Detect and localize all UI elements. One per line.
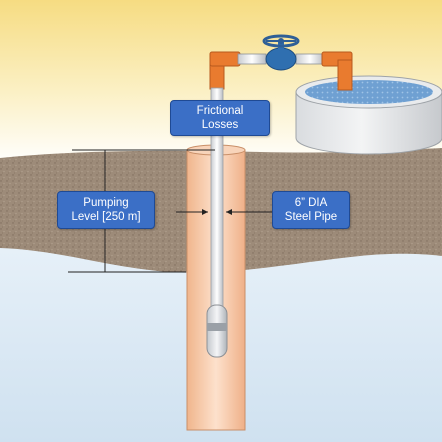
callout-line: Frictional: [196, 105, 244, 117]
callout-line: Steel Pipe: [284, 211, 338, 223]
steel-pipe-callout: 6” DIA Steel Pipe: [272, 191, 350, 229]
arrow-left-icon: [226, 209, 232, 215]
frictional-losses-callout: Frictional Losses: [170, 100, 270, 136]
callout-line: 6” DIA: [294, 197, 328, 209]
callout-line: Losses: [201, 119, 239, 131]
submersible-pump-icon: [206, 304, 228, 358]
pumping-level-callout: Pumping Level [250 m]: [57, 191, 155, 229]
gate-valve-icon: [262, 34, 300, 71]
callout-line: Pumping: [83, 197, 129, 209]
callout-line: Level [250 m]: [71, 211, 141, 223]
storage-tank-icon: [295, 75, 442, 155]
arrow-right-icon: [202, 209, 208, 215]
discharge-piping: [209, 51, 353, 91]
